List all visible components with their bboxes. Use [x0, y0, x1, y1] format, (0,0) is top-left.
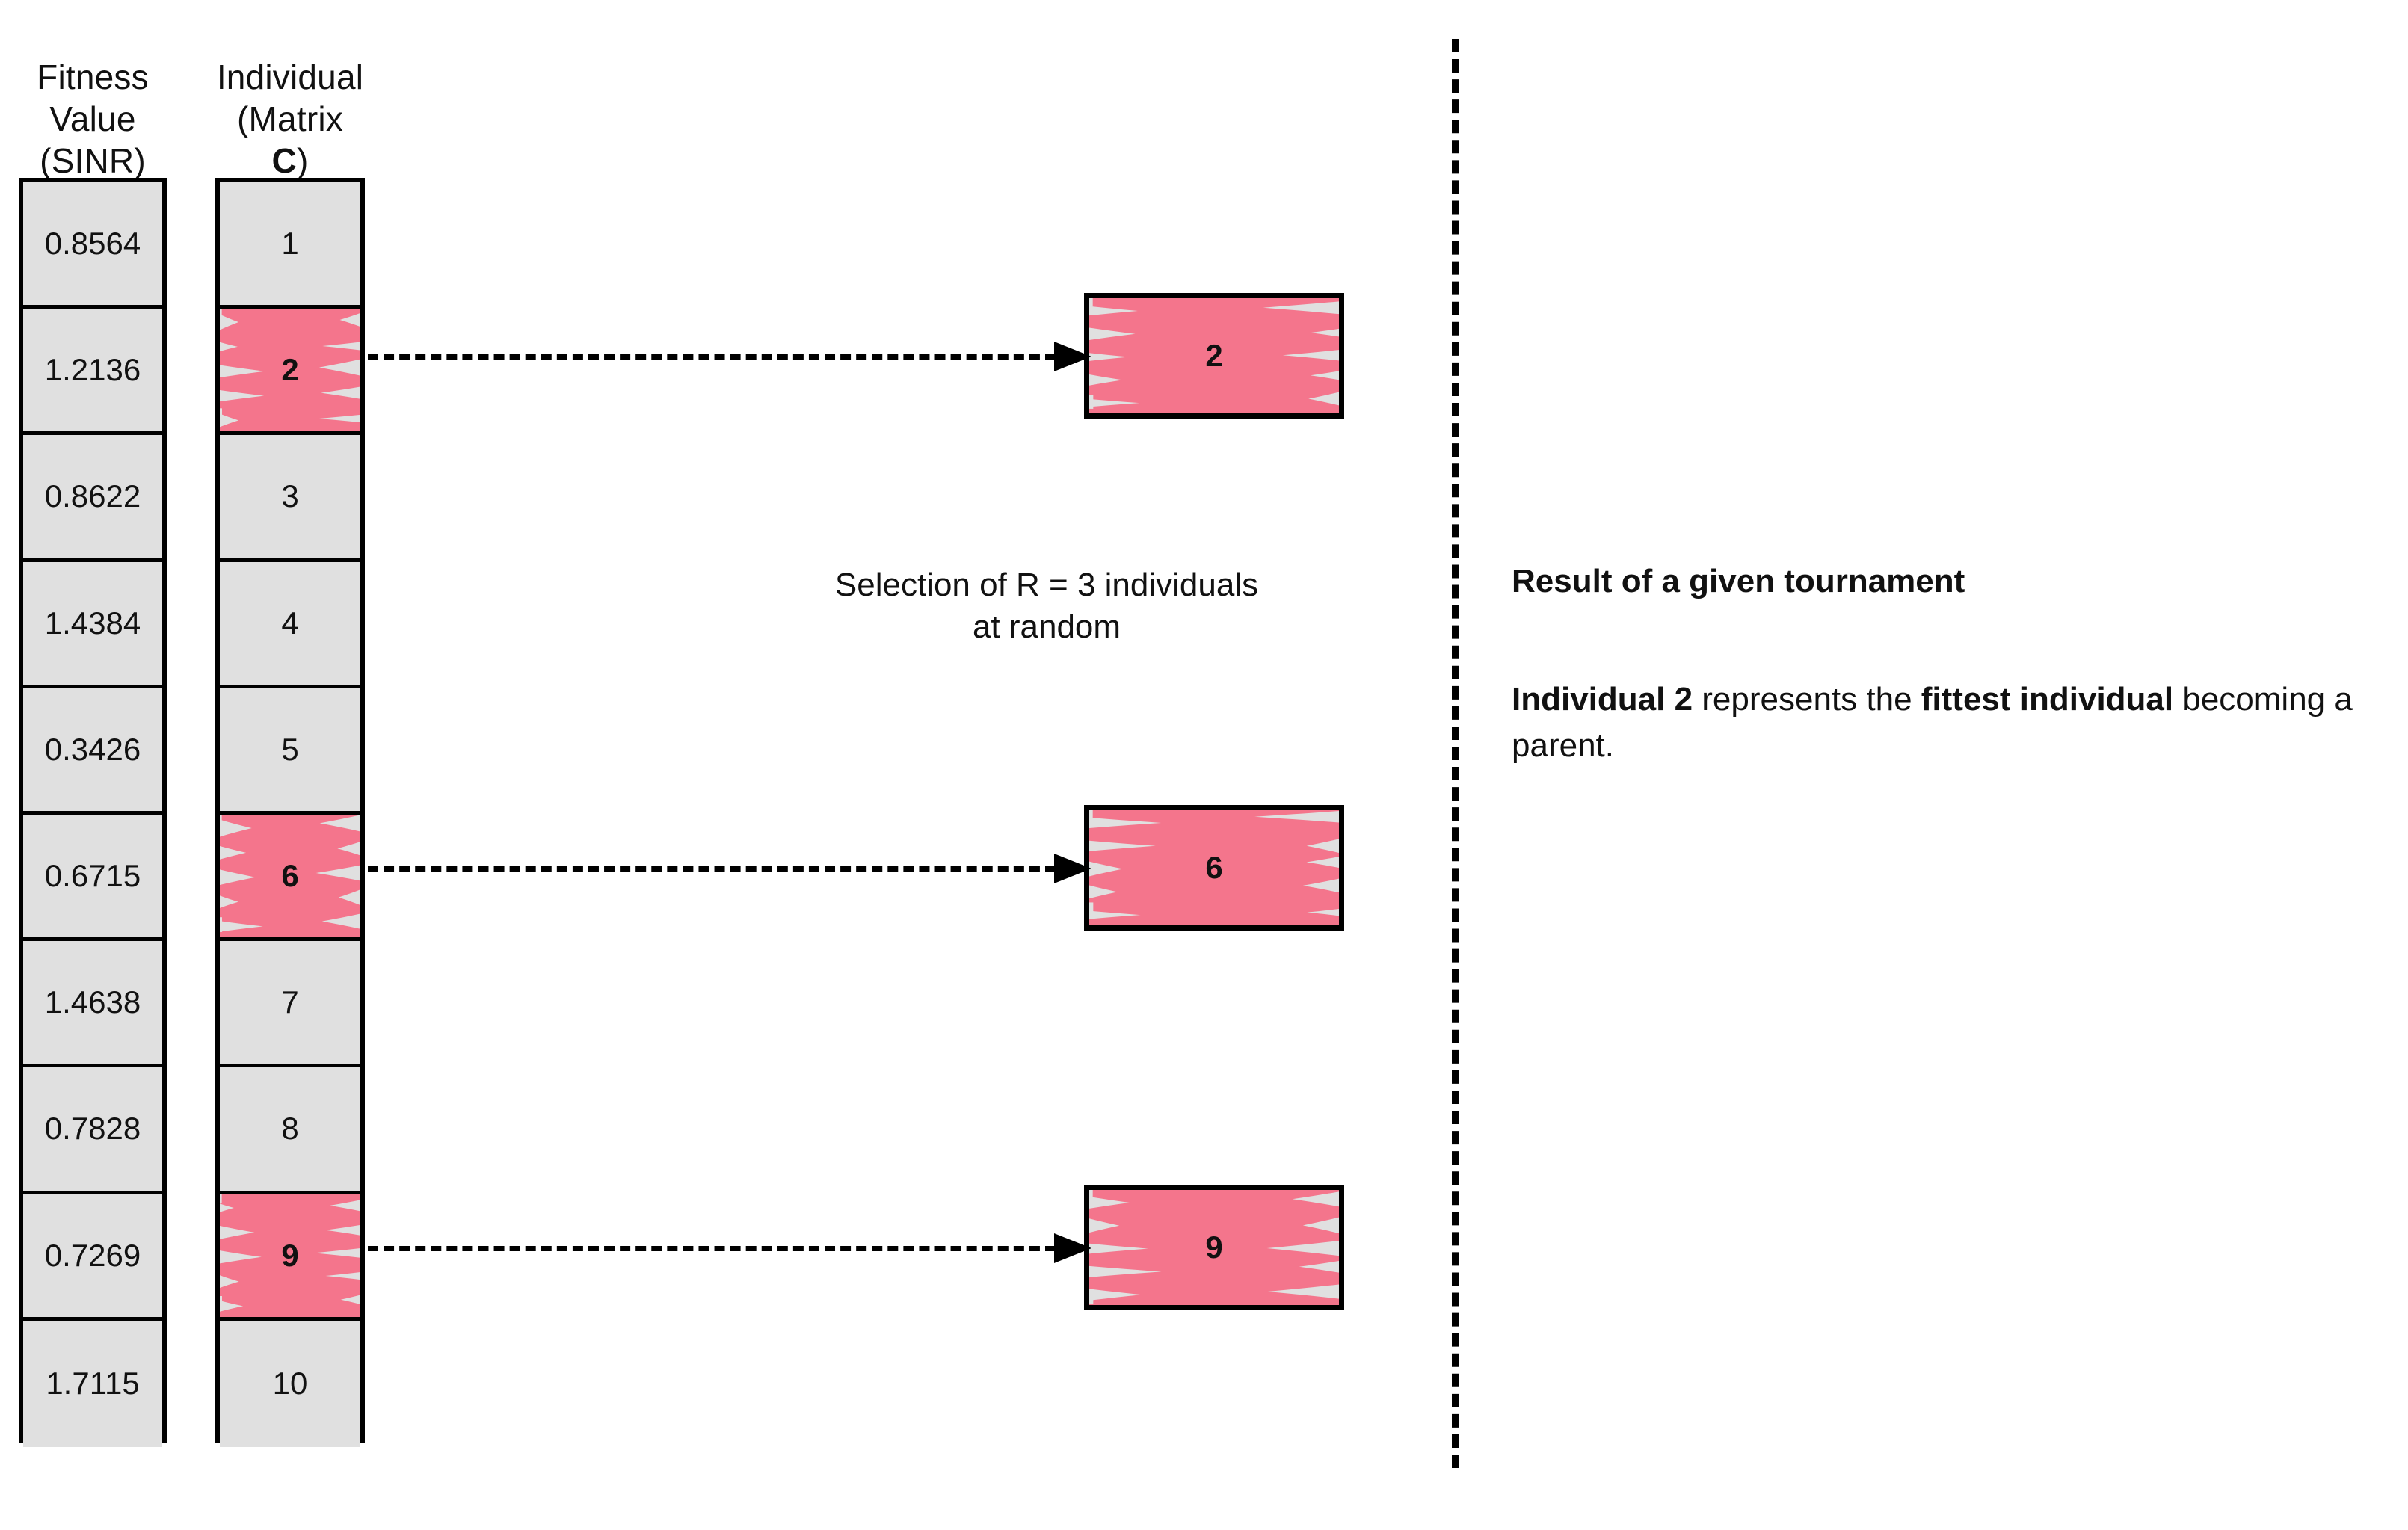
dashed-arrow-right-icon [368, 342, 1091, 371]
arrow-head [1054, 854, 1091, 883]
individual-cell: 10 [220, 1320, 360, 1447]
fitness-cell: 0.6715 [23, 814, 162, 942]
arrow-head [1054, 342, 1091, 371]
arrow-shaft [368, 1246, 1056, 1251]
dashed-arrow-right-icon [368, 854, 1091, 883]
result-panel-body: Individual 2 represents the fittest indi… [1512, 676, 2394, 770]
selected-individual-box: 9 [1084, 1185, 1344, 1310]
individual-header-line2: (Matrix C) [237, 99, 343, 181]
result-text-1: represents the [1693, 681, 1921, 718]
individual-column-header: Individual (Matrix C) [215, 56, 365, 182]
selection-caption: Selection of R = 3 individuals at random [834, 567, 1259, 646]
individual-cell: 1 [220, 182, 360, 309]
individual-table: 1 2 3 4 5 6 7 8 9 10 [215, 178, 365, 1447]
fitness-cell: 1.4638 [23, 941, 162, 1068]
fitness-cell: 0.3426 [23, 688, 162, 815]
selected-individual-box: 2 [1084, 293, 1344, 419]
result-fittest-label: fittest individual [1921, 681, 2174, 718]
arrow-head [1054, 1233, 1091, 1263]
individual-cell-highlighted: 6 [220, 814, 360, 942]
matrix-symbol: C [271, 141, 297, 181]
result-panel-title: Result of a given tournament [1512, 563, 1965, 599]
dashed-arrow-right-icon [368, 1233, 1091, 1263]
individual-cell: 4 [220, 561, 360, 688]
individual-cell-highlighted: 9 [220, 1194, 360, 1321]
fitness-cell: 0.8622 [23, 435, 162, 562]
arrow-shaft [368, 866, 1056, 872]
individual-cell: 5 [220, 688, 360, 815]
fitness-cell: 0.7269 [23, 1194, 162, 1321]
individual-cell: 8 [220, 1067, 360, 1194]
individual-cell-highlighted: 2 [220, 309, 360, 436]
individual-cell: 7 [220, 941, 360, 1068]
fitness-cell: 1.4384 [23, 561, 162, 688]
result-text-2: becoming a parent. [1512, 681, 2353, 765]
vertical-dashed-divider-icon [1452, 39, 1459, 1468]
individual-header-line1: Individual [216, 58, 364, 96]
result-individual-label: Individual 2 [1512, 681, 1693, 718]
fitness-cell: 0.7828 [23, 1067, 162, 1194]
fitness-cell: 1.2136 [23, 309, 162, 436]
fitness-column-header: Fitness Value (SINR) [37, 58, 149, 181]
selected-individual-box: 6 [1084, 805, 1344, 931]
fitness-cell: 1.7115 [23, 1320, 162, 1447]
fitness-value-table: 0.8564 1.2136 0.8622 1.4384 0.3426 0.671… [19, 178, 167, 1447]
arrow-shaft [368, 354, 1056, 360]
fitness-cell: 0.8564 [23, 182, 162, 309]
individual-cell: 3 [220, 435, 360, 562]
